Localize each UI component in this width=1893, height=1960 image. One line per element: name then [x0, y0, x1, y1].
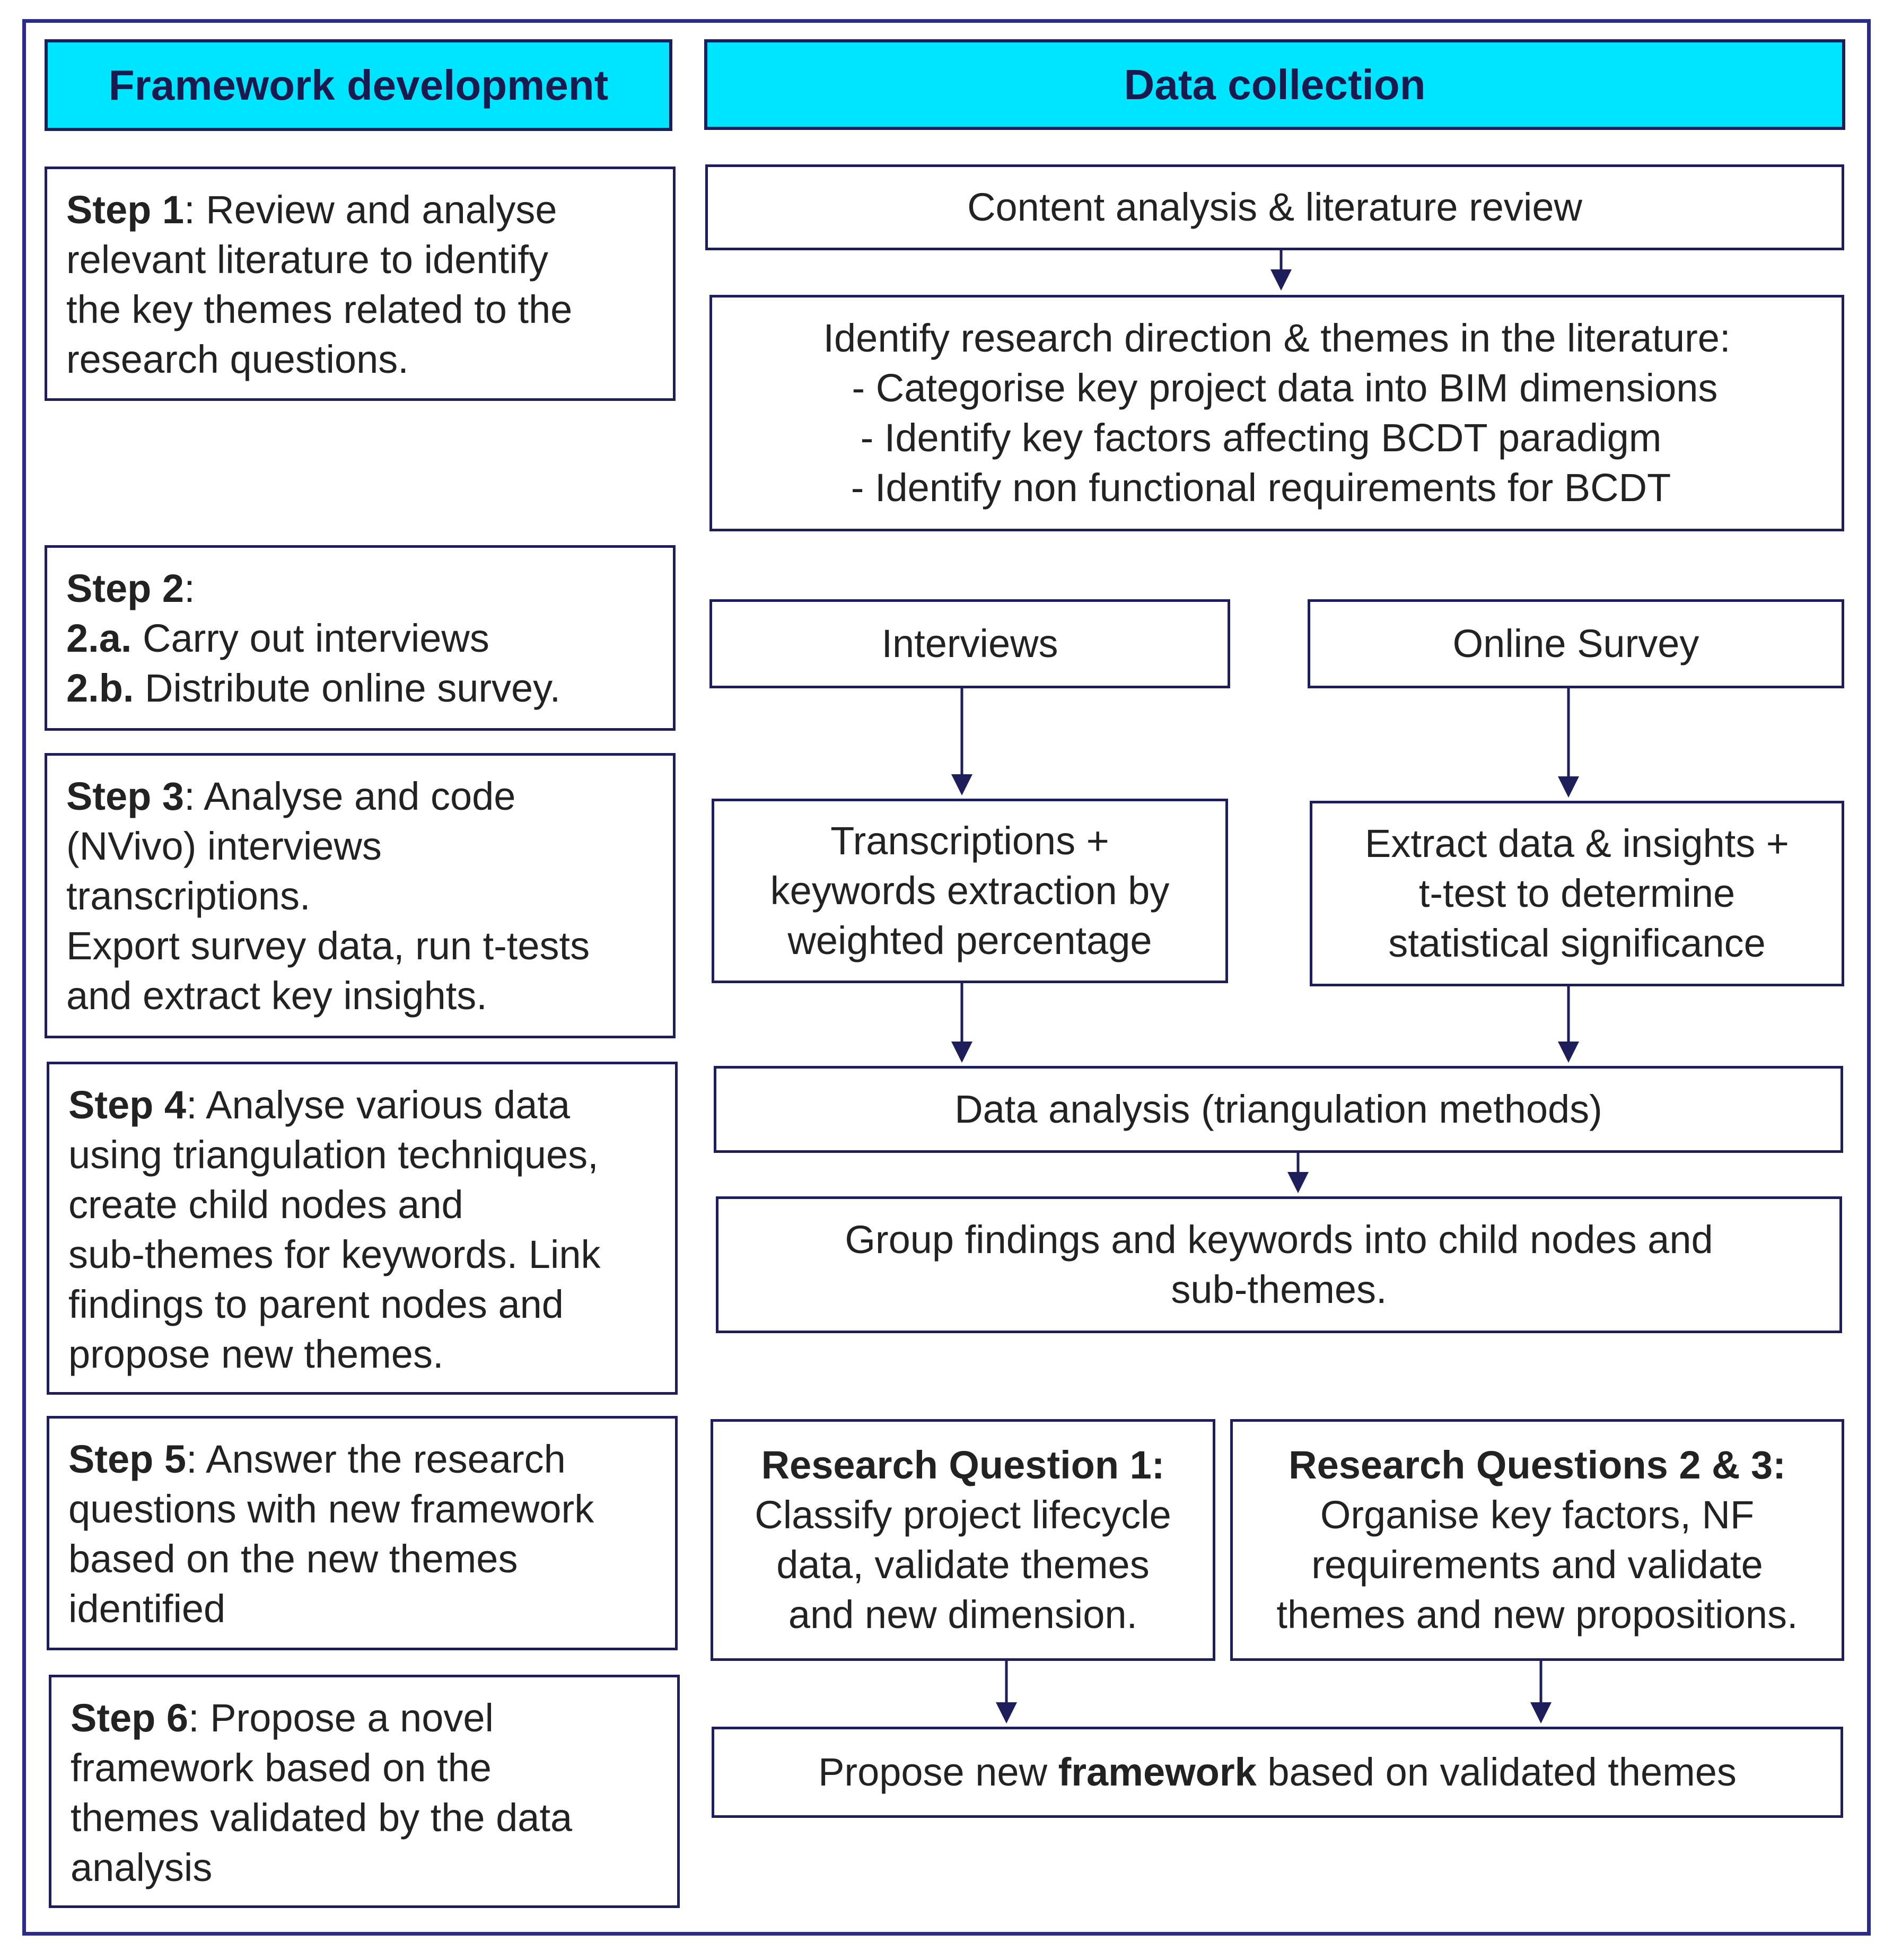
framework-development-header: Framework development — [45, 39, 672, 131]
research-questions-2-3-line-2: requirements and validate — [1311, 1543, 1763, 1587]
research-questions-2-3-line-3: themes and new propositions. — [1276, 1592, 1798, 1637]
extract-line-3: statistical significance — [1388, 921, 1766, 965]
research-questions-2-3-title: Research Questions 2 & 3: — [1289, 1443, 1786, 1487]
transcriptions-line-1: Transcriptions + — [830, 819, 1109, 863]
step-4-box: Step 4: Analyse various data using trian… — [47, 1062, 678, 1395]
group-findings-line-2: sub-themes. — [1171, 1267, 1387, 1311]
identify-item-2: - Identify key factors affecting BCDT pa… — [860, 416, 1662, 460]
step-1-line-4: research questions. — [66, 337, 409, 381]
step-1-line-3: the key themes related to the — [66, 287, 573, 331]
propose-framework-text: Propose new framework based on validated… — [818, 1750, 1737, 1794]
step-1-line-1: Step 1: Review and analyse — [66, 188, 557, 232]
arrow-analysis-to-group — [1287, 1153, 1309, 1193]
research-questions-2-3-line-1: Organise key factors, NF — [1320, 1493, 1755, 1537]
propose-framework-box: Propose new framework based on validated… — [712, 1727, 1843, 1818]
research-question-1-title: Research Question 1: — [761, 1443, 1165, 1487]
step-4-line-3: create child nodes and — [68, 1183, 463, 1227]
group-findings-box: Group findings and keywords into child n… — [716, 1196, 1842, 1333]
step-6-line-2: framework based on the — [71, 1746, 492, 1790]
step-3-line-5: and extract key insights. — [66, 974, 487, 1018]
step-6-box: Step 6: Propose a novel framework based … — [49, 1675, 680, 1908]
step-2-line-2: 2.a. Carry out interviews — [66, 616, 489, 660]
step-1-line-2: relevant literature to identify — [66, 238, 549, 282]
transcriptions-box: Transcriptions + keywords extraction by … — [712, 799, 1228, 983]
step-6-line-1: Step 6: Propose a novel — [71, 1696, 494, 1740]
step-6-line-3: themes validated by the data — [71, 1796, 573, 1840]
extract-line-2: t-test to determine — [1418, 871, 1736, 915]
step-3-line-3: transcriptions. — [66, 874, 311, 918]
content-analysis-box: Content analysis & literature review — [705, 164, 1844, 250]
arrow-survey-to-extract — [1558, 688, 1579, 798]
online-survey-text: Online Survey — [1452, 622, 1699, 666]
arrow-rq1-to-propose — [996, 1661, 1017, 1723]
step-3-line-2: (NVivo) interviews — [66, 824, 382, 868]
interviews-text: Interviews — [881, 622, 1058, 666]
data-analysis-text: Data analysis (triangulation methods) — [954, 1087, 1602, 1131]
data-analysis-box: Data analysis (triangulation methods) — [714, 1066, 1843, 1153]
step-4-line-1: Step 4: Analyse various data — [68, 1083, 571, 1127]
step-3-line-4: Export survey data, run t-tests — [66, 924, 590, 968]
step-2-line-3: 2.b. Distribute online survey. — [66, 666, 561, 710]
step-6-line-4: analysis — [71, 1845, 213, 1889]
transcriptions-line-2: keywords extraction by — [770, 869, 1170, 913]
step-3-box: Step 3: Analyse and code (NVivo) intervi… — [45, 753, 676, 1038]
research-question-1-line-3: and new dimension. — [788, 1592, 1138, 1637]
content-analysis-text: Content analysis & literature review — [967, 185, 1582, 229]
step-5-line-4: identified — [68, 1587, 226, 1631]
extract-line-1: Extract data & insights + — [1364, 821, 1790, 865]
step-3-line-1: Step 3: Analyse and code — [66, 774, 516, 818]
framework-development-title: Framework development — [108, 61, 609, 109]
step-5-line-1: Step 5: Answer the research — [68, 1437, 566, 1481]
identify-item-1: - Categorise key project data into BIM d… — [852, 366, 1718, 410]
step-5-line-3: based on the new themes — [68, 1537, 518, 1581]
step-2-box: Step 2: 2.a. Carry out interviews 2.b. D… — [45, 545, 676, 731]
data-collection-header: Data collection — [704, 39, 1845, 130]
step-5-line-2: questions with new framework — [68, 1487, 594, 1531]
identify-item-3: - Identify non functional requirements f… — [851, 466, 1671, 510]
propose-framework-bold: framework — [1058, 1750, 1257, 1794]
research-question-1-line-1: Classify project lifecycle — [755, 1493, 1171, 1537]
step-2-line-1: Step 2: — [66, 566, 195, 610]
online-survey-box: Online Survey — [1308, 599, 1844, 688]
arrow-content-to-identify — [1270, 250, 1292, 291]
step-4-line-6: propose new themes. — [68, 1332, 444, 1376]
research-questions-2-3-box: Research Questions 2 & 3: Organise key f… — [1230, 1419, 1844, 1661]
interviews-box: Interviews — [709, 599, 1230, 688]
outer-frame — [22, 19, 1871, 1936]
research-question-1-box: Research Question 1: Classify project li… — [711, 1419, 1215, 1661]
extract-data-box: Extract data & insights + t-test to dete… — [1310, 801, 1844, 986]
step-4-line-5: findings to parent nodes and — [68, 1282, 564, 1326]
arrow-transcriptions-to-analysis — [951, 983, 972, 1063]
step-4-line-2: using triangulation techniques, — [68, 1133, 599, 1177]
group-findings-line-1: Group findings and keywords into child n… — [845, 1218, 1713, 1262]
identify-themes-title: Identify research direction & themes in … — [823, 316, 1731, 360]
arrow-extract-to-analysis — [1558, 986, 1579, 1063]
step-4-line-4: sub-themes for keywords. Link — [68, 1232, 601, 1276]
arrow-rq23-to-propose — [1530, 1661, 1552, 1723]
transcriptions-line-3: weighted percentage — [787, 918, 1152, 962]
arrow-interviews-to-transcriptions — [951, 688, 972, 795]
identify-themes-box: Identify research direction & themes in … — [709, 295, 1844, 531]
research-question-1-line-2: data, validate themes — [776, 1543, 1150, 1587]
step-1-box: Step 1: Review and analyse relevant lite… — [45, 167, 676, 401]
step-5-box: Step 5: Answer the research questions wi… — [47, 1416, 678, 1650]
data-collection-title: Data collection — [1124, 60, 1426, 108]
